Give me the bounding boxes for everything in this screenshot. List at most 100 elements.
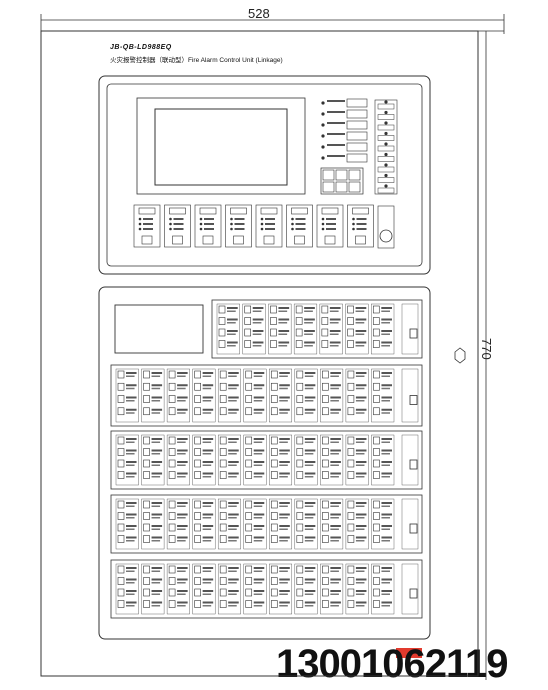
linkage-led-label <box>253 517 263 519</box>
zone-label-window <box>352 207 369 215</box>
linkage-button <box>295 340 303 348</box>
linkage-led-label <box>330 396 341 399</box>
linkage-button <box>194 382 201 391</box>
linkage-led-label <box>278 322 288 324</box>
zone-module <box>255 204 283 248</box>
linkage-button <box>245 523 253 532</box>
linkage-led-label <box>279 570 288 572</box>
linkage-button <box>143 459 150 468</box>
control-panel-outer <box>98 75 431 275</box>
linkage-led-label <box>151 525 163 527</box>
linkage-led-label <box>330 593 339 595</box>
linkage-led-label <box>151 372 163 374</box>
linkage-button <box>296 577 304 585</box>
linkage-button <box>270 448 278 456</box>
linkage-led-label <box>279 578 290 581</box>
linkage-led-label <box>330 582 339 584</box>
zone-led-label <box>326 228 336 230</box>
linkage-button <box>296 512 304 520</box>
linkage-button <box>347 459 355 468</box>
linkage-led-label <box>381 517 390 519</box>
linkage-column <box>320 434 344 486</box>
linkage-column <box>345 563 369 615</box>
linkage-led-label <box>304 472 316 475</box>
linkage-led-label <box>202 387 212 390</box>
linkage-button <box>245 500 253 509</box>
linkage-button <box>347 500 355 509</box>
linkage-button <box>347 577 355 585</box>
linkage-button <box>296 565 304 574</box>
linkage-led-label <box>228 375 237 377</box>
linkage-led-label <box>381 513 392 516</box>
linkage-led-label <box>279 472 290 475</box>
linkage-led-label <box>253 387 263 390</box>
status-button <box>346 109 368 119</box>
linkage-led-label <box>279 582 288 584</box>
linkage-button <box>373 565 380 574</box>
linkage-led-label <box>329 307 341 309</box>
linkage-led-label <box>227 310 236 312</box>
linkage-led-label <box>304 505 314 507</box>
linkage-button <box>296 588 304 597</box>
linkage-led-label <box>381 453 390 455</box>
linkage-led-label <box>177 578 188 581</box>
linkage-button <box>244 305 252 314</box>
status-label <box>327 111 345 113</box>
linkage-led-label <box>355 310 365 312</box>
linkage-button <box>194 588 201 597</box>
zone-led <box>230 222 233 226</box>
linkage-led-label <box>151 441 161 443</box>
linkage-button <box>322 448 329 456</box>
linkage-led-label <box>151 438 163 440</box>
linkage-button <box>194 459 201 468</box>
linkage-led-label <box>304 449 316 452</box>
zone-led-label <box>326 223 336 225</box>
linkage-led-label <box>227 318 238 321</box>
zone-led-label <box>356 223 367 225</box>
linkage-led-label <box>177 567 188 569</box>
function-key <box>377 177 395 183</box>
linkage-button <box>117 577 125 585</box>
linkage-led-label <box>202 505 212 507</box>
linkage-led-label <box>279 517 288 519</box>
linkage-column <box>320 563 344 615</box>
linkage-led-label <box>126 582 135 584</box>
width-dimension-label: 528 <box>248 6 270 21</box>
linkage-button <box>322 407 329 416</box>
linkage-button <box>219 577 227 585</box>
linkage-led-label <box>253 590 265 592</box>
linkage-button <box>117 436 125 445</box>
linkage-led-label <box>228 578 239 581</box>
linkage-led-label <box>330 464 339 466</box>
linkage-button <box>296 370 304 379</box>
linkage-led-label <box>279 536 290 539</box>
linkage-led-label <box>279 590 290 592</box>
cabinet-outline <box>40 30 479 677</box>
linkage-column <box>269 563 293 615</box>
linkage-led-label <box>252 341 264 344</box>
linkage-led-label <box>151 590 163 592</box>
linkage-led-label <box>330 438 341 440</box>
key-switch-housing <box>377 205 395 249</box>
linkage-column <box>115 498 139 550</box>
linkage-led-label <box>151 502 163 504</box>
zone-module <box>316 204 344 248</box>
linkage-button <box>322 395 329 403</box>
linkage-column <box>166 368 190 423</box>
linkage-button <box>219 471 227 479</box>
linkage-led-label <box>252 333 262 335</box>
linkage-led-label <box>355 601 367 604</box>
linkage-led-label <box>355 408 367 411</box>
linkage-button <box>373 588 380 597</box>
linkage-led-label <box>330 412 339 414</box>
linkage-led-label <box>177 400 186 402</box>
linkage-led-label <box>355 449 367 452</box>
linkage-led-label <box>329 318 341 321</box>
linkage-button <box>117 512 125 520</box>
linkage-led-label <box>355 593 365 595</box>
linkage-led-label <box>381 408 392 411</box>
linkage-led-label <box>355 396 367 399</box>
linkage-led-label <box>253 476 263 478</box>
linkage-led-label <box>228 540 237 542</box>
linkage-led-label <box>228 517 237 519</box>
